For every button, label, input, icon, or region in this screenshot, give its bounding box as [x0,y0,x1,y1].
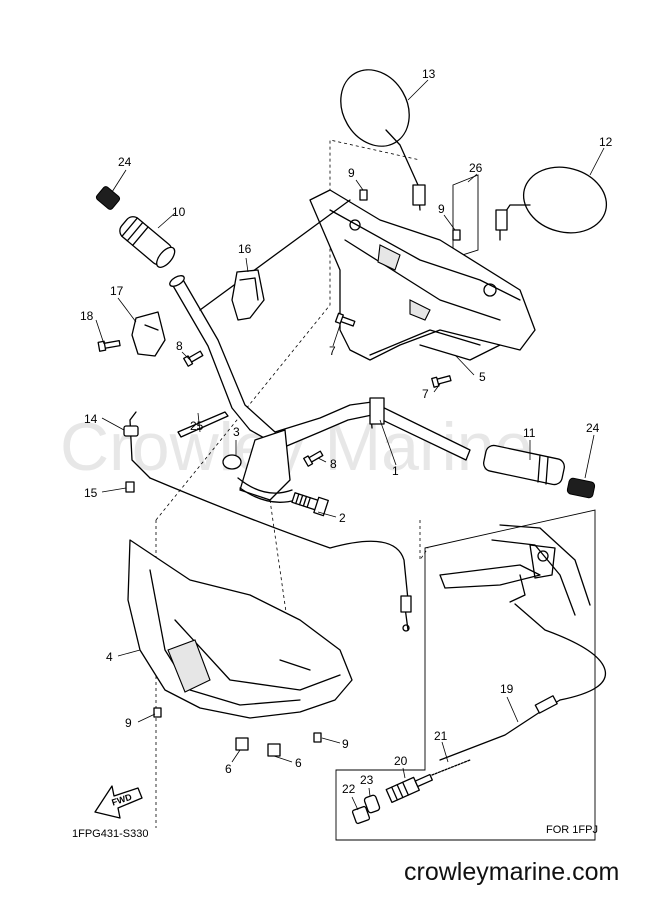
grip-left [119,216,176,268]
screw-9-bottom-left [153,707,162,718]
callout-6a: 6 [225,762,232,776]
lower-handlebar-cover [127,539,353,719]
callout-7b: 7 [422,387,429,401]
upper-handlebar-cover [309,189,536,361]
callout-21: 21 [434,729,448,743]
callout-1: 1 [392,464,399,478]
callout-14: 14 [84,412,98,426]
callout-24a: 24 [118,155,132,169]
leader-lines [95,79,605,811]
inset-label: FOR 1FPJ [546,824,598,836]
screw-9-right [452,229,461,241]
bar-end-right [566,477,596,499]
callout-25: 25 [190,419,204,433]
fwd-arrow-icon: FWD [94,785,143,819]
callout-3: 3 [233,425,240,439]
callout-5: 5 [479,370,486,384]
nut-6-left [235,737,249,751]
throttle-housing-upper [231,269,265,321]
inset-box [335,509,607,841]
screw-18 [97,340,121,352]
callout-numbers: 1 2 3 4 5 6 6 7 7 8 8 9 9 9 9 10 11 12 1… [80,67,613,796]
callout-23: 23 [360,773,374,787]
callout-17: 17 [110,284,124,298]
callout-9a: 9 [348,166,355,180]
callout-15: 15 [84,486,98,500]
callout-8a: 8 [176,339,183,353]
website-url[interactable]: crowleymarine.com [404,858,620,886]
grip-right [483,444,565,486]
callout-11: 11 [523,426,536,440]
mirror-left [340,69,426,211]
callout-7a: 7 [329,344,336,358]
cable-tie [177,411,229,438]
screw-7-upper [334,312,356,327]
callout-13: 13 [422,67,436,81]
throttle-housing-lower [131,311,166,357]
cable-joint-14 [123,425,139,437]
screw-8-lower [303,450,324,467]
callout-20: 20 [394,754,408,768]
callout-9c: 9 [125,716,132,730]
callout-2: 2 [339,511,346,525]
callout-10: 10 [172,205,186,219]
screw-9-bottom-right [313,732,322,743]
callout-9b: 9 [438,202,445,216]
callout-26: 26 [469,161,483,175]
screw-7-lower [431,375,452,388]
bar-end-left [95,186,121,210]
callout-4: 4 [106,650,113,664]
screw-15 [125,481,135,493]
callout-8b: 8 [330,457,337,471]
nut-6-right [267,743,281,757]
clamp-assembly [222,429,329,517]
callout-12: 12 [599,135,613,149]
screw-9-top [359,189,368,201]
callout-9d: 9 [342,737,349,751]
handlebar [169,199,471,461]
diagram-code: 1FPG431-S330 [72,828,149,840]
callout-18: 18 [80,309,94,323]
screw-8-upper [183,350,204,367]
mirror-bracket [452,174,479,259]
throttle-cable [149,477,409,601]
callout-6b: 6 [295,756,302,770]
callout-22: 22 [342,782,356,796]
mirror-right [495,166,608,241]
callout-16: 16 [238,242,252,256]
callout-19: 19 [500,682,514,696]
callout-24b: 24 [586,421,600,435]
